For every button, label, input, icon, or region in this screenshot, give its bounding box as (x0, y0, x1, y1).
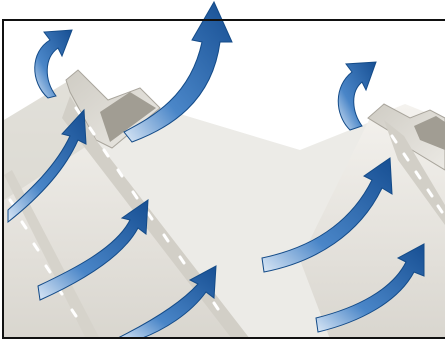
soffit-airflow-illustration (0, 0, 445, 339)
illustration-canvas (0, 0, 445, 339)
